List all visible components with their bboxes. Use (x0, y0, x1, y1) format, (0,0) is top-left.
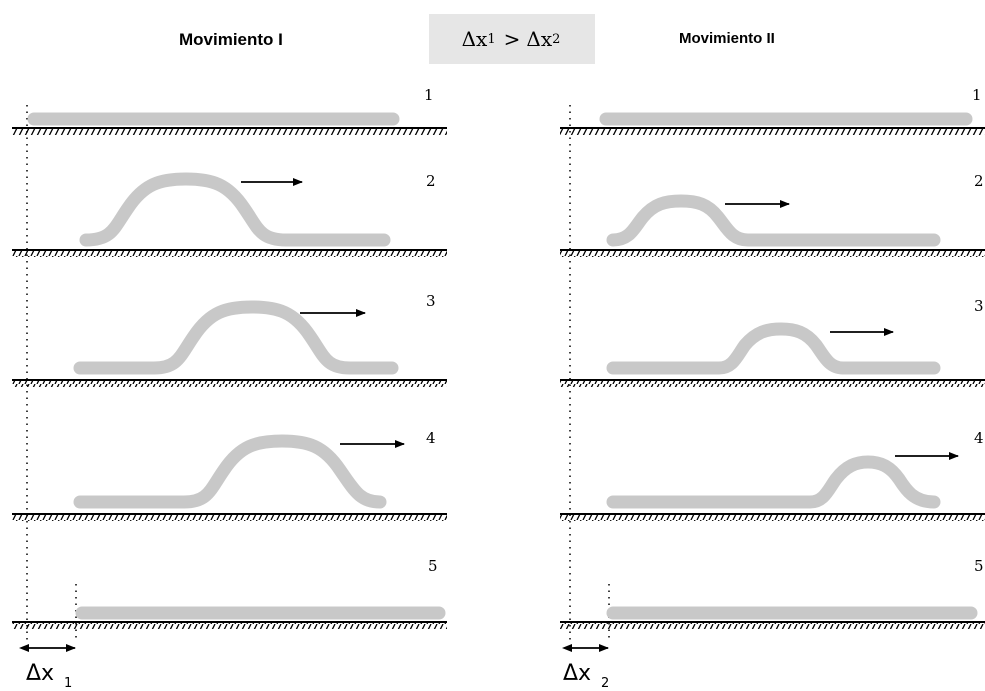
stage-number: 5 (974, 557, 984, 575)
comparison-x-left: x (476, 27, 488, 51)
delta-x1-subscript: 1 (64, 676, 72, 691)
stage-numbers-left: 1 2 3 4 5 (424, 86, 438, 575)
delta-symbol-right: Δ (526, 27, 541, 51)
ground-hatch (12, 129, 447, 135)
worm-left-stage-4 (73, 434, 387, 509)
reference-lines (26, 105, 610, 640)
movement-1-title: Movimiento I (179, 30, 283, 49)
ground-hatch (12, 515, 447, 521)
stage-number: 3 (426, 292, 436, 310)
comparison-sub-right: 2 (552, 31, 561, 47)
stage-number: 4 (974, 429, 984, 447)
stage-number: 3 (974, 297, 984, 315)
motion-arrows (241, 178, 959, 460)
stage-number: 4 (426, 429, 436, 447)
worm-right-stage-4 (606, 455, 941, 509)
delta-x2-subscript: 2 (601, 676, 609, 691)
stage-number: 2 (974, 172, 984, 190)
stage-number: 1 (424, 86, 434, 104)
stage-number: 2 (426, 172, 436, 190)
ground-hatch (12, 381, 447, 387)
ground-hatch (560, 623, 985, 629)
comparison-operator: > (503, 27, 521, 51)
comparison-x-right: x (540, 27, 553, 51)
movement-2-title: Movimiento II (679, 30, 775, 47)
delta-x2-label: Δx (563, 661, 591, 686)
ground-lines-right (560, 127, 985, 629)
ground-hatch (560, 129, 985, 135)
worm-right-stage-2 (606, 194, 941, 247)
ground-hatch (12, 251, 447, 257)
worm-left-stage-2 (79, 172, 391, 247)
worms-left (27, 112, 446, 620)
ground-hatch (560, 251, 985, 257)
comparison-sub-left: 1 (487, 31, 496, 47)
stage-numbers-right: 1 2 3 4 5 (972, 86, 984, 575)
delta-symbol-left: Δ (461, 27, 477, 51)
stage-number: 1 (972, 86, 982, 104)
ground-lines-left (12, 127, 447, 629)
ground-hatch (560, 515, 985, 521)
worms-right (599, 112, 978, 620)
worm-right-stage-3 (606, 322, 941, 375)
stage-number: 5 (428, 557, 438, 575)
delta-x1-label: Δx (26, 661, 54, 686)
ground-hatch (560, 381, 985, 387)
worm-left-stage-3 (73, 300, 399, 375)
ground-hatch (12, 623, 447, 629)
